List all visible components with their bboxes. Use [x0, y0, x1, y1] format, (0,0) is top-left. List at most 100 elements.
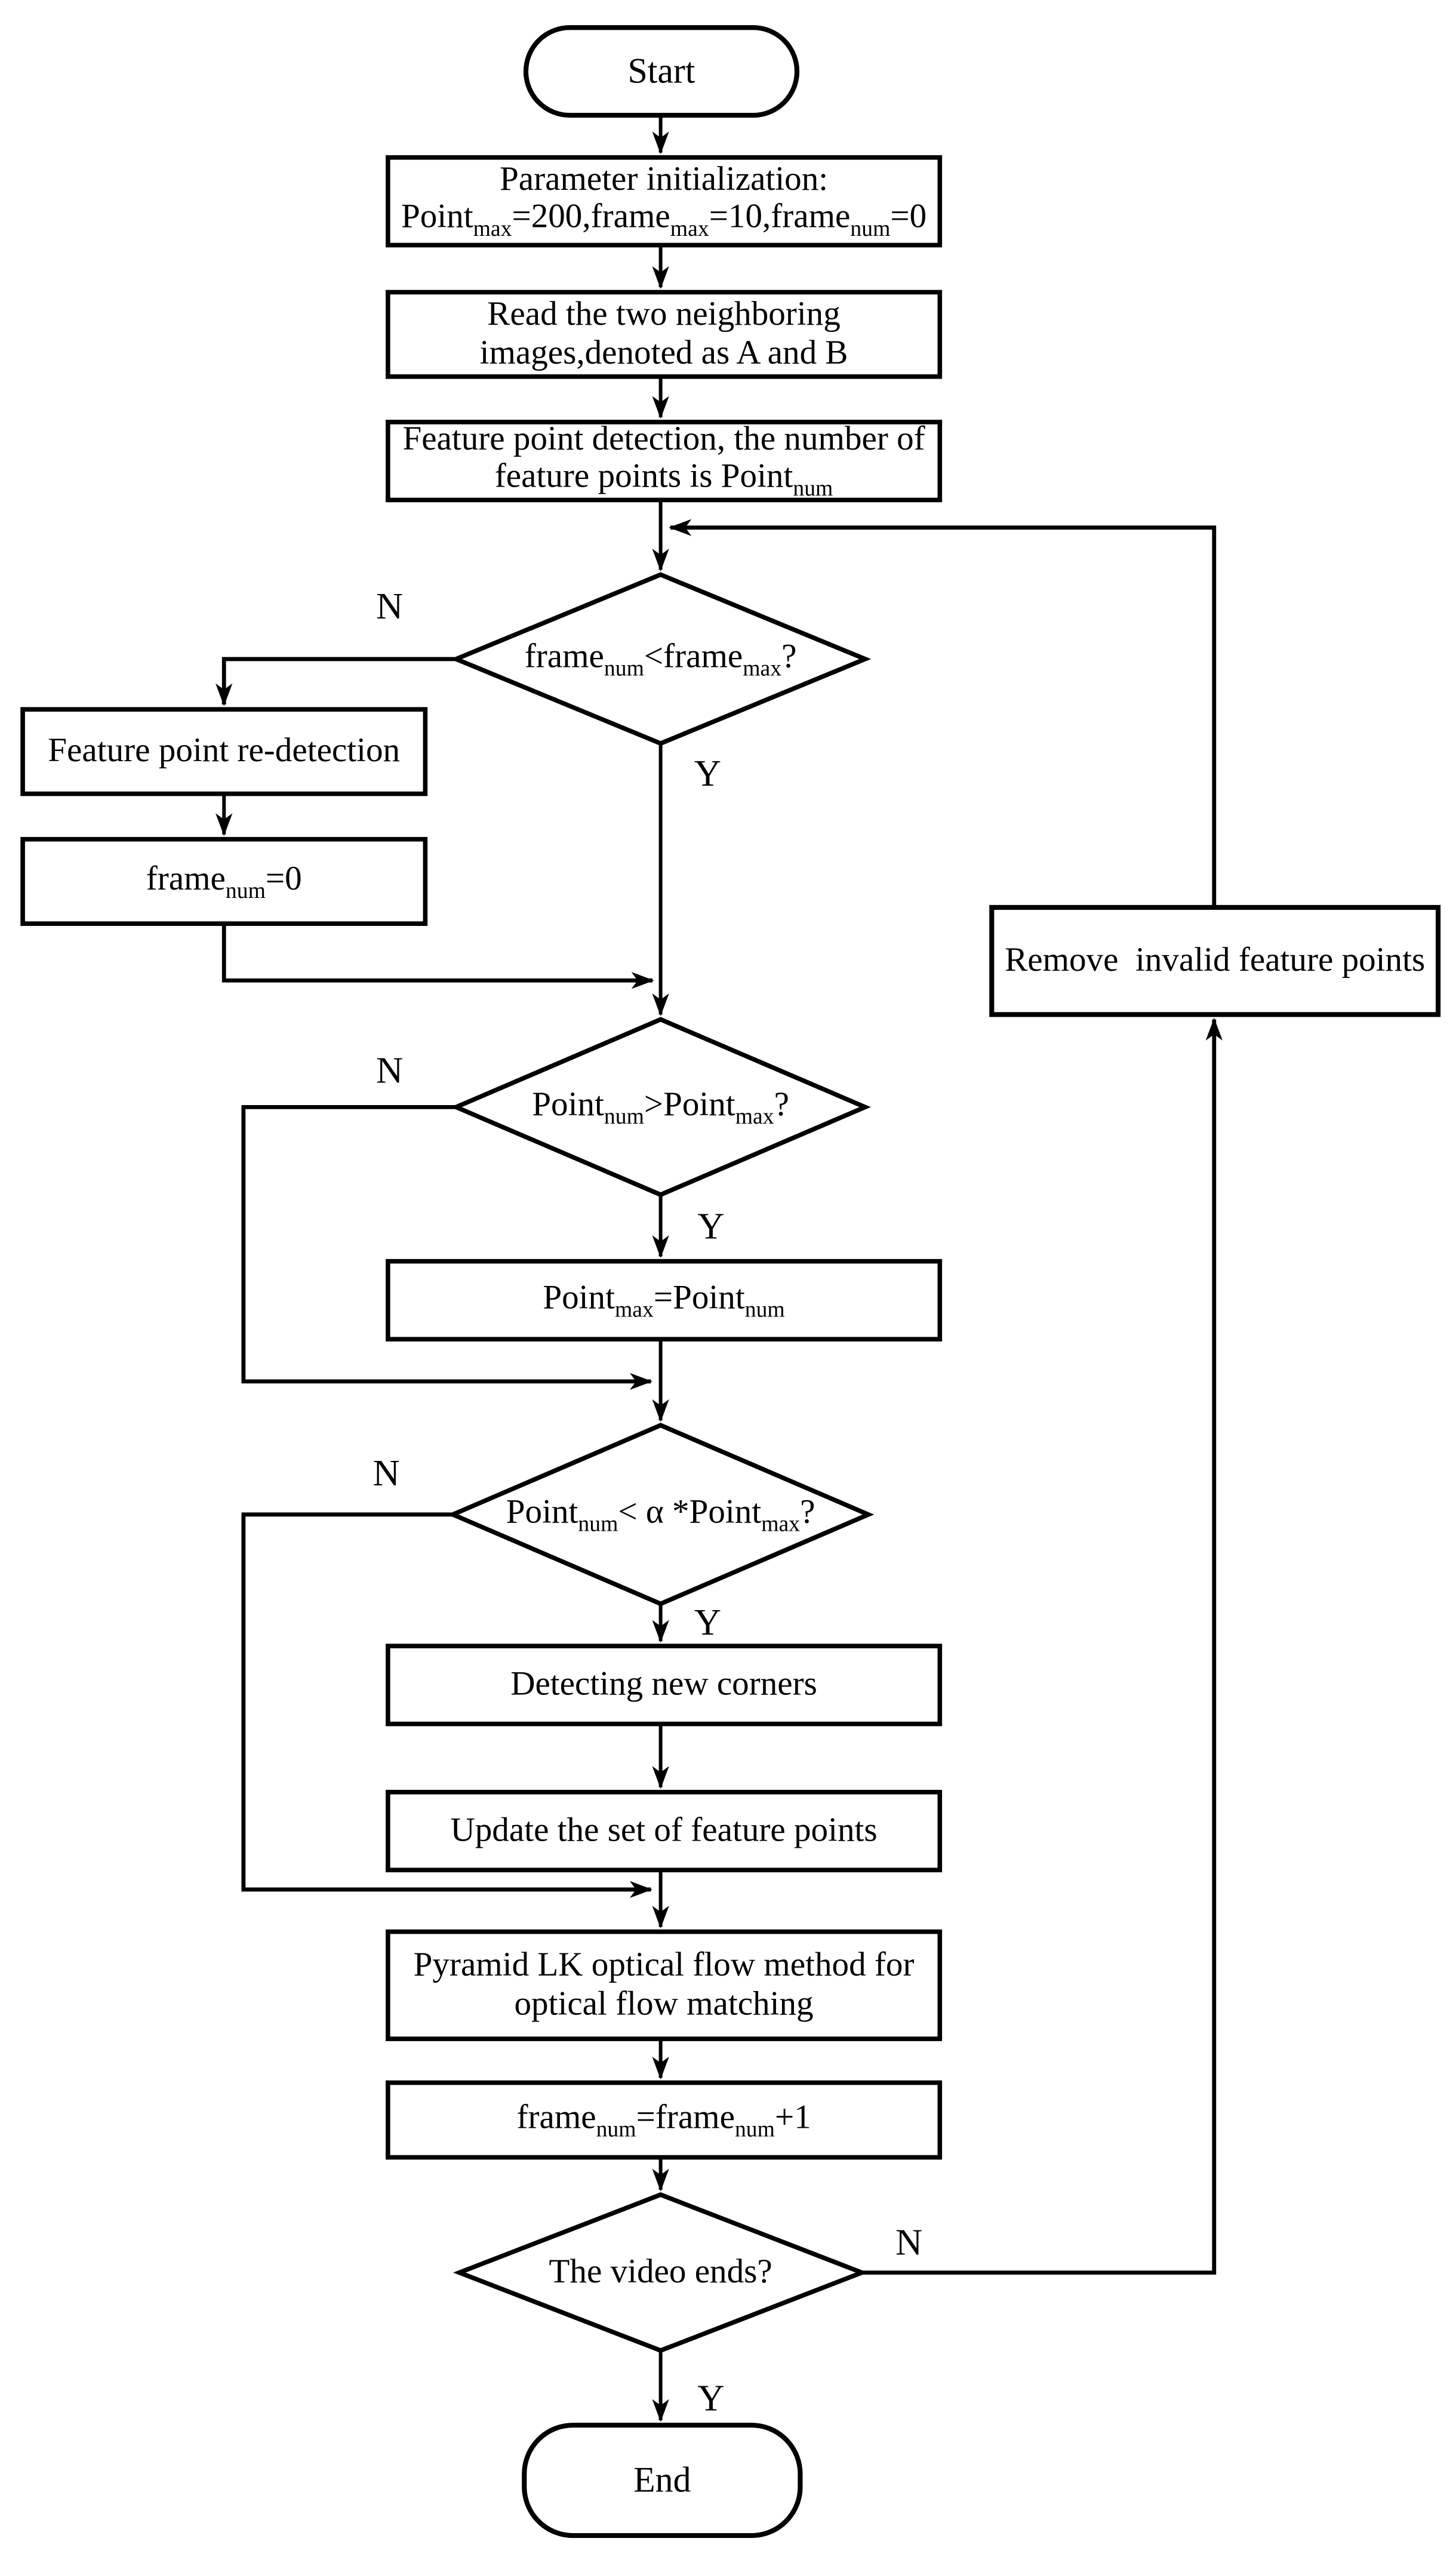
pointmax-assign-label: Pointmax=Pointnum — [388, 1261, 940, 1340]
text-segment: Point — [506, 1491, 578, 1530]
text-segment: <frame — [644, 635, 743, 675]
param-init-label: Parameter initialization: Pointmax=200,f… — [388, 158, 940, 245]
remove-invalid-box-shape — [989, 904, 1441, 1017]
text-segment: Point — [543, 1276, 615, 1316]
alpha-decision-diamond-shape — [447, 1423, 875, 1607]
read-images-box-shape — [386, 290, 943, 379]
video-end-decision-label: The video ends? — [459, 2195, 861, 2350]
param-init-line1: Parameter initialization: — [499, 158, 829, 198]
alpha-decision-no-label: N — [373, 1453, 400, 1494]
subscript-segment: num — [578, 1510, 618, 1536]
subscript-segment: num — [604, 1103, 644, 1128]
subscript-segment: max — [614, 1296, 654, 1321]
pointmax-decision-text: Pointnum>Pointmax? — [532, 1083, 789, 1129]
start-terminator-label: Start — [526, 27, 797, 115]
feature-detection-line1: Feature point detection, the number of — [402, 418, 925, 457]
text-segment: ? — [774, 1083, 789, 1123]
subscript-segment: max — [735, 1103, 774, 1128]
pointmax-decision-diamond-shape — [450, 1017, 871, 1198]
edge-frame-no-to-redetection — [216, 657, 457, 706]
subscript-segment: num — [793, 476, 833, 501]
edge-remove-to-merge — [669, 519, 1217, 907]
alpha-decision-text: Pointnum< α *Pointmax? — [506, 1491, 815, 1536]
subscript-segment: num — [225, 878, 266, 902]
text-segment: =10,frame — [709, 197, 851, 236]
frame-reset-box-shape — [20, 836, 428, 926]
subscript-segment: max — [473, 217, 512, 242]
pyramid-lk-label: Pyramid LK optical flow method for optic… — [388, 1932, 940, 2039]
video-decision-yes-label: Y — [697, 2378, 725, 2419]
pointmax-decision-yes-label: Y — [697, 1206, 725, 1247]
text-segment: >Point — [644, 1083, 735, 1123]
pointmax-decision-label: Pointnum>Pointmax? — [456, 1020, 865, 1195]
text-segment: Point — [532, 1083, 604, 1123]
text-segment: Detecting new corners — [510, 1664, 817, 1703]
param-init-line2: Pointmax=200,framemax=10,framenum=0 — [401, 197, 926, 242]
text-segment: Point — [401, 197, 473, 236]
edge-alpha-no-bypass — [241, 1512, 653, 1899]
read-images-line2: images,denoted as A and B — [479, 333, 848, 372]
text-segment: =Point — [653, 1276, 745, 1316]
read-images-label: Read the two neighboring images,denoted … — [388, 292, 940, 376]
text-segment: ? — [800, 1491, 815, 1530]
frame-decision-diamond-shape — [450, 572, 872, 746]
text-segment: Remove invalid feature points — [1005, 940, 1426, 979]
frame-increment-text: framenum=framenum+1 — [516, 2096, 811, 2141]
update-set-box-shape — [386, 1789, 943, 1873]
alpha-decision-yes-label: Y — [694, 1602, 722, 1643]
end-terminator-shape — [522, 2423, 803, 2539]
subscript-segment: max — [761, 1510, 801, 1536]
frame-decision-yes-label: Y — [694, 753, 722, 794]
subscript-segment: num — [850, 217, 891, 242]
redetection-box-shape — [20, 707, 428, 796]
subscript-segment: num — [734, 2116, 775, 2141]
alpha-decision-label: Pointnum< α *Pointmax? — [453, 1425, 869, 1604]
text-segment: frame — [146, 857, 226, 897]
start-terminator-shape — [523, 25, 800, 118]
frame-decision-label: framenum<framemax? — [456, 575, 865, 744]
subscript-segment: max — [670, 217, 709, 242]
param-init-box-shape — [386, 155, 943, 248]
text-segment: Update the set of feature points — [450, 1810, 878, 1850]
text-segment: feature points is Point — [494, 457, 793, 496]
frame-reset-text: framenum=0 — [146, 857, 302, 903]
feature-detection-label: Feature point detection, the number of f… — [388, 418, 940, 502]
frame-increment-box-shape — [386, 2080, 943, 2160]
frame-increment-label: framenum=framenum+1 — [388, 2082, 940, 2157]
subscript-segment: num — [596, 2116, 636, 2141]
pyramid-lk-box-shape — [386, 1929, 943, 2041]
text-segment: =0 — [265, 857, 302, 897]
text-segment: ? — [781, 635, 797, 675]
text-segment: frame — [524, 635, 604, 675]
text-segment: +1 — [774, 2096, 811, 2136]
pointmax-decision-no-label: N — [375, 1050, 404, 1091]
subscript-segment: max — [743, 655, 782, 680]
subscript-segment: num — [604, 655, 644, 680]
text-segment: End — [633, 2460, 691, 2501]
end-terminator-label: End — [524, 2425, 800, 2536]
pointmax-assign-text: Pointmax=Pointnum — [543, 1276, 785, 1322]
text-segment: =frame — [636, 2096, 735, 2136]
text-segment: Start — [627, 51, 695, 92]
subscript-segment: num — [744, 1296, 785, 1321]
video-end-decision-diamond-shape — [453, 2192, 869, 2353]
text-segment: =200,frame — [512, 197, 670, 236]
frame-reset-label: framenum=0 — [23, 839, 425, 924]
read-images-line1: Read the two neighboring — [487, 294, 841, 333]
edge-pointmax-no-bypass — [241, 1104, 653, 1390]
frame-decision-text: framenum<framemax? — [524, 635, 797, 681]
pointmax-assign-box-shape — [386, 1259, 943, 1341]
feature-detection-box-shape — [386, 420, 943, 503]
detect-corners-label: Detecting new corners — [388, 1646, 940, 1724]
edge-video-no-to-remove — [861, 1017, 1223, 2275]
feature-detection-line2: feature points is Pointnum — [494, 457, 833, 502]
text-segment: frame — [516, 2096, 596, 2136]
video-decision-no-label: N — [895, 2222, 923, 2263]
edge-reset-return-to-main — [221, 924, 654, 989]
detect-corners-box-shape — [386, 1644, 943, 1727]
pyramid-lk-line1: Pyramid LK optical flow method for — [413, 1944, 915, 1984]
frame-decision-no-label: N — [375, 586, 404, 627]
text-segment: The video ends? — [549, 2251, 772, 2291]
text-segment: < α *Point — [618, 1491, 762, 1530]
